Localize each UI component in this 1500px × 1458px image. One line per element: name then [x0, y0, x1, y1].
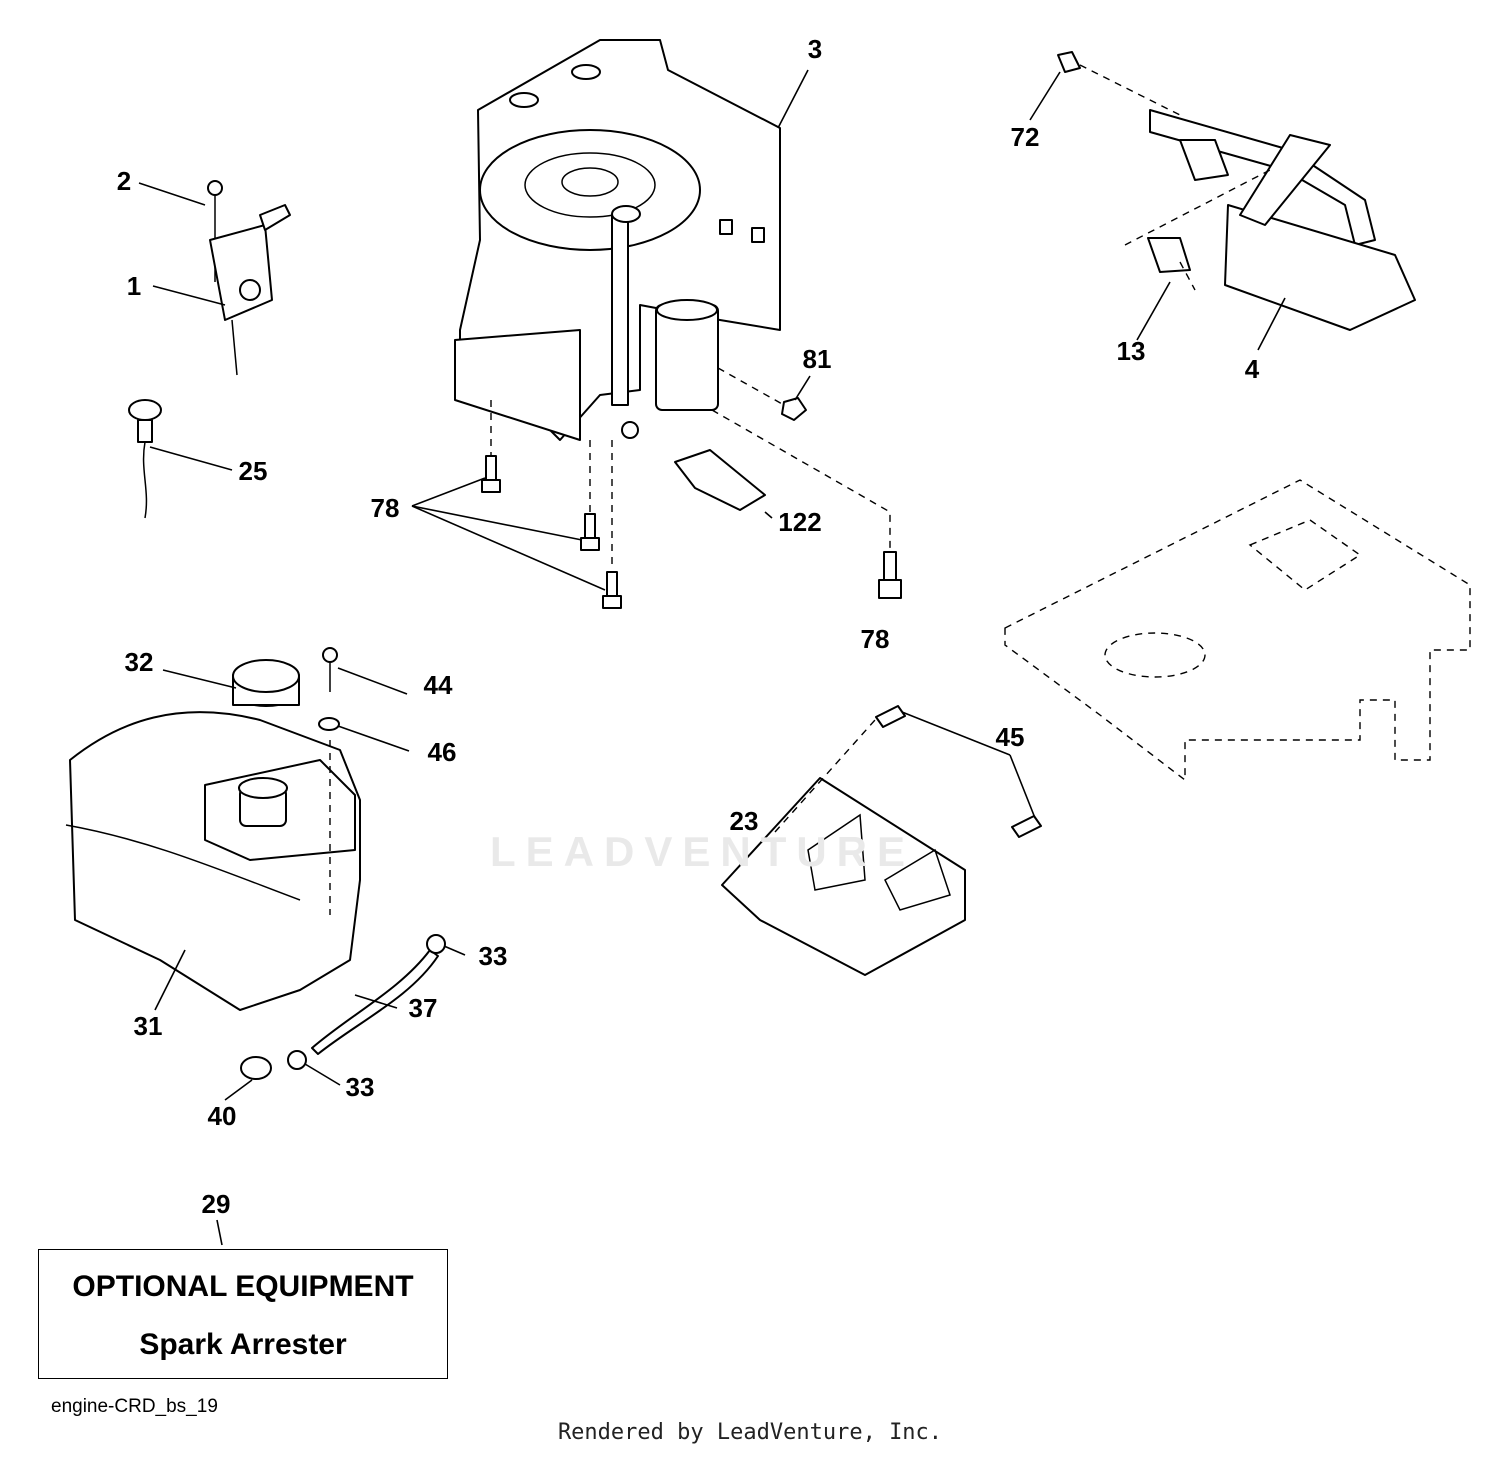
callout-labels: 3 2 1 25 72 13 4 81 122 78 78 32 44 46 4… — [117, 34, 1260, 1219]
callout-23: 23 — [730, 806, 759, 836]
callout-78-a: 78 — [371, 493, 400, 523]
callout-72: 72 — [1011, 122, 1040, 152]
fasteners-part — [481, 397, 902, 609]
render-credit: Rendered by LeadVenture, Inc. — [557, 1420, 943, 1445]
callout-13: 13 — [1117, 336, 1146, 366]
callout-46: 46 — [428, 737, 457, 767]
heat-shield-part — [721, 705, 1042, 976]
callout-3: 3 — [808, 34, 822, 64]
callout-81: 81 — [803, 344, 832, 374]
callout-45: 45 — [996, 722, 1025, 752]
optional-equipment-box: OPTIONAL EQUIPMENT Spark Arrester — [38, 1249, 448, 1379]
callout-44: 44 — [424, 670, 453, 700]
callout-1: 1 — [127, 271, 141, 301]
callout-29: 29 — [202, 1189, 231, 1219]
frame-part — [1004, 479, 1471, 782]
optional-equipment-title: OPTIONAL EQUIPMENT — [72, 1270, 414, 1303]
callout-78-b: 78 — [861, 624, 890, 654]
callout-122: 122 — [778, 507, 821, 537]
callout-25: 25 — [239, 456, 268, 486]
callout-33-b: 33 — [346, 1072, 375, 1102]
muffler-part — [1057, 51, 1416, 331]
callout-31: 31 — [134, 1011, 163, 1041]
callout-33-a: 33 — [479, 941, 508, 971]
watermark-text: LEADVENTURE — [490, 828, 916, 875]
callout-40: 40 — [208, 1101, 237, 1131]
callout-4: 4 — [1245, 354, 1260, 384]
fuel-tank-part — [65, 647, 361, 1011]
callout-37: 37 — [409, 993, 438, 1023]
callout-32: 32 — [125, 647, 154, 677]
callout-2: 2 — [117, 166, 131, 196]
spark-arrester-label: Spark Arrester — [139, 1328, 347, 1361]
engine-part — [454, 39, 781, 441]
throttle-control-part — [207, 180, 291, 376]
leader-lines — [138, 64, 1286, 1246]
diagram-code: engine-CRD_bs_19 — [51, 1396, 218, 1417]
choke-knob-part — [128, 399, 162, 519]
